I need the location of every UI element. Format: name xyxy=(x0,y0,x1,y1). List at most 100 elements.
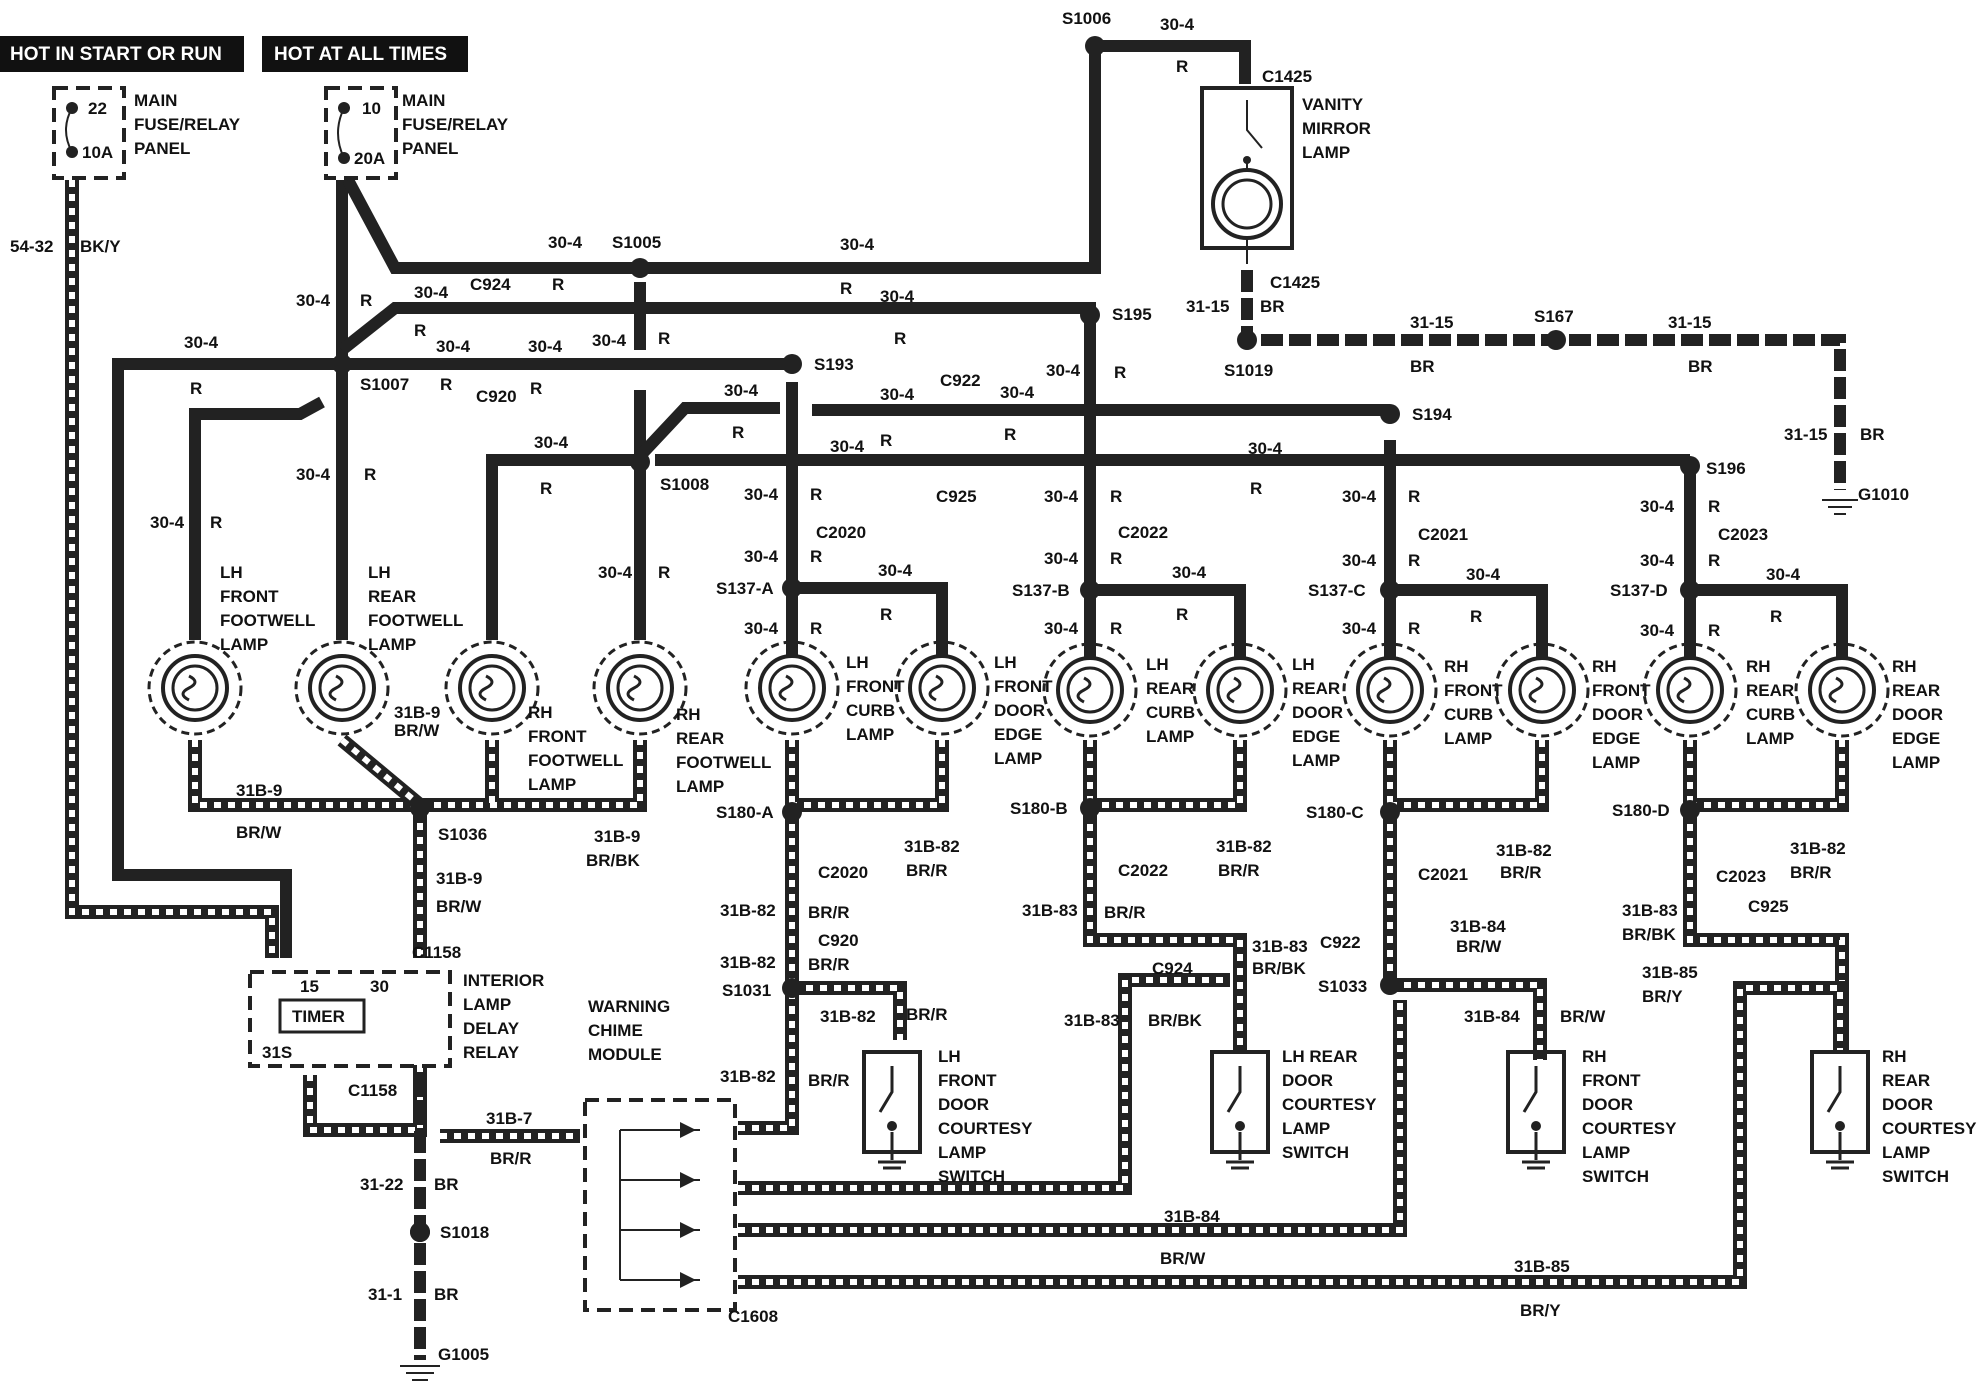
circuit-label: BR xyxy=(1410,357,1435,376)
splice-s1018: S1018 xyxy=(410,1222,489,1242)
splice-label: S180-C xyxy=(1306,803,1364,822)
circuit-label: 30-4 xyxy=(840,235,875,254)
splice-s1006: S1006 xyxy=(1062,9,1111,56)
circuit-label: R xyxy=(540,479,552,498)
circuit-label: 30-4 xyxy=(1766,565,1801,584)
lamp-label-line: LH xyxy=(1146,655,1169,674)
lamp-label-line: EDGE xyxy=(1292,727,1340,746)
circuit-label: R xyxy=(732,423,744,442)
lamp-label-line: CURB xyxy=(1146,703,1195,722)
svg-text:TIMER: TIMER xyxy=(292,1007,345,1026)
lamp-label-line: EDGE xyxy=(1592,729,1640,748)
circuit-label: R xyxy=(440,375,452,394)
circuit-label: BR/R xyxy=(1790,863,1832,882)
lamp-label-line: LAMP xyxy=(1892,753,1940,772)
lamp-label-line: FRONT xyxy=(846,677,905,696)
switch-label-line: LH REAR xyxy=(1282,1047,1358,1066)
circuit-label: BR/W xyxy=(1160,1249,1206,1268)
svg-text:HOT IN START OR RUN: HOT IN START OR RUN xyxy=(10,44,222,65)
circuit-label: R xyxy=(1708,497,1720,516)
circuit-label: 31B-9 xyxy=(594,827,640,846)
circuit-label: R xyxy=(894,329,906,348)
circuit-label: 30-4 xyxy=(878,561,913,580)
svg-text:PANEL: PANEL xyxy=(134,139,190,158)
switch-label-line: RH xyxy=(1882,1047,1907,1066)
circuit-label: C924 xyxy=(470,275,511,294)
svg-text:MIRROR: MIRROR xyxy=(1302,119,1371,138)
splice-s180d: S180-D xyxy=(1612,800,1700,820)
circuit-label: C920 xyxy=(818,931,859,950)
circuit-label: R xyxy=(1110,549,1122,568)
circuit-label: 30-4 xyxy=(548,233,583,252)
circuit-label: R xyxy=(880,431,892,450)
switch-label-line: SWITCH xyxy=(1582,1167,1649,1186)
circuit-label: C925 xyxy=(1748,897,1789,916)
circuit-label: R xyxy=(530,379,542,398)
warning-chime-module: WARNING CHIME MODULE C1608 xyxy=(583,997,778,1326)
circuit-label: R xyxy=(414,321,426,340)
circuit-label: BR/R xyxy=(906,861,948,880)
splice-s137a: S137-A xyxy=(716,578,802,598)
svg-text:DELAY: DELAY xyxy=(463,1019,520,1038)
circuit-label: 31B-83 xyxy=(1622,901,1678,920)
splice-label: S196 xyxy=(1706,459,1746,478)
circuit-label: 30-4 xyxy=(296,465,331,484)
circuit-label: BR/W xyxy=(236,823,282,842)
circuit-label: 31B-9 xyxy=(436,869,482,888)
circuit-label: 30-4 xyxy=(296,291,331,310)
lamp-label-line: LAMP xyxy=(368,635,416,654)
lamp-label-line: RH xyxy=(528,703,553,722)
circuit-label: R xyxy=(1770,607,1782,626)
circuit-label: C2023 xyxy=(1716,867,1766,886)
svg-text:C1425: C1425 xyxy=(1262,67,1312,86)
svg-text:VANITY: VANITY xyxy=(1302,95,1364,114)
switch-label-line: COURTESY xyxy=(1582,1119,1677,1138)
circuit-label: R xyxy=(1408,487,1420,506)
splice-label: S1033 xyxy=(1318,977,1367,996)
circuit-label: R xyxy=(1470,607,1482,626)
circuit-label: BR/W xyxy=(436,897,482,916)
lamp-label-line: FOOTWELL xyxy=(528,751,623,770)
circuit-label: 30-4 xyxy=(1466,565,1501,584)
svg-text:MAIN: MAIN xyxy=(134,91,177,110)
circuit-label: 30-4 xyxy=(880,287,915,306)
splice-label: S1019 xyxy=(1224,361,1273,380)
switch-label-line: LAMP xyxy=(1582,1143,1630,1162)
circuit-label: C924 xyxy=(1152,959,1193,978)
switch-label-line: DOOR xyxy=(1282,1071,1333,1090)
svg-text:30: 30 xyxy=(370,977,389,996)
circuit-label: R xyxy=(1110,487,1122,506)
circuit-label: 31B-82 xyxy=(820,1007,876,1026)
circuit-label: C2023 xyxy=(1718,525,1768,544)
svg-text:C1158: C1158 xyxy=(348,1081,397,1100)
splice-label: S1031 xyxy=(722,981,771,1000)
circuit-label: R xyxy=(810,547,822,566)
circuit-label: 30-4 xyxy=(1172,563,1207,582)
circuit-label: 30-4 xyxy=(744,485,779,504)
switch-label-line: DOOR xyxy=(938,1095,989,1114)
svg-text:FUSE/RELAY: FUSE/RELAY xyxy=(134,115,241,134)
circuit-label: 31B-82 xyxy=(1216,837,1272,856)
splice-label: S167 xyxy=(1534,307,1574,326)
circuit-label: 30-4 xyxy=(880,385,915,404)
lamp-label-line: LAMP xyxy=(676,777,724,796)
splice-s137c: S137-C xyxy=(1308,580,1400,600)
circuit-label: 31-15 xyxy=(1668,313,1711,332)
splice-s1008: S1008 xyxy=(630,452,709,494)
circuit-label: R xyxy=(1004,425,1016,444)
circuit-label: 30-4 xyxy=(1342,551,1377,570)
circuit-label: R xyxy=(190,379,202,398)
circuit-label: BR/Y xyxy=(1642,987,1683,1006)
splice-label: S137-B xyxy=(1012,581,1070,600)
lamp-label-line: LH xyxy=(846,653,869,672)
switch-label-line: COURTESY xyxy=(938,1119,1033,1138)
vanity-ground-wire xyxy=(1241,270,1858,515)
circuit-label: 30-4 xyxy=(1044,549,1079,568)
circuit-label: R xyxy=(840,279,852,298)
